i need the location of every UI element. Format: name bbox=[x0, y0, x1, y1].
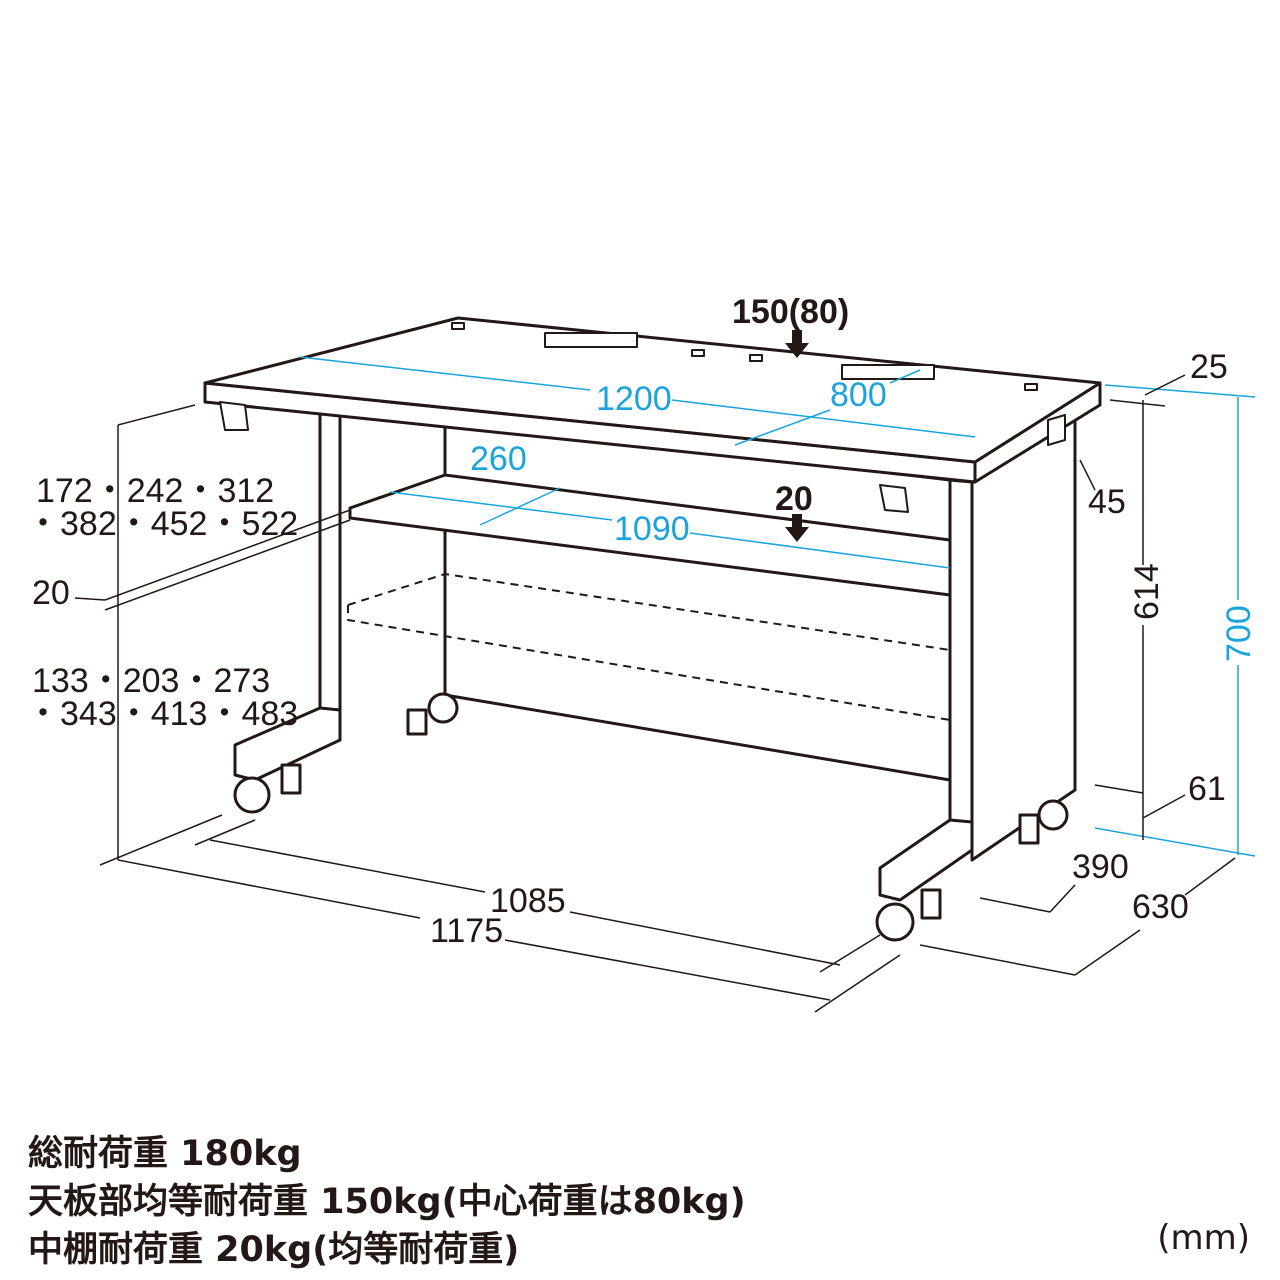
shelf-depth-label: 260 bbox=[470, 440, 527, 478]
top-thickness-label: 25 bbox=[1190, 348, 1228, 386]
caster-label: 61 bbox=[1188, 770, 1226, 808]
top-load-label: 150(80) bbox=[732, 293, 849, 331]
inner-width-label: 1085 bbox=[490, 882, 566, 920]
right-side-panel bbox=[970, 408, 1077, 862]
caster-stem bbox=[920, 888, 942, 920]
shelf-heights-upper-1: 172・242・312 bbox=[36, 472, 274, 510]
width-top-label: 1200 bbox=[596, 380, 672, 418]
shelf-thickness-label: 20 bbox=[32, 574, 70, 612]
shelf-heights-lower-1: 133・203・273 bbox=[32, 662, 270, 700]
shelf-heights-lower-2: ・343・413・483 bbox=[26, 695, 298, 733]
outer-width-label: 1175 bbox=[430, 912, 503, 950]
left-leg bbox=[318, 410, 342, 742]
alt-shelf-position bbox=[347, 573, 951, 651]
inner-depth-label: 390 bbox=[1072, 848, 1129, 886]
load-notes: 総耐荷重 180kg 天板部均等耐荷重 150kg(中心荷重は80kg) 中棚耐… bbox=[28, 1130, 746, 1274]
right-foot bbox=[878, 818, 974, 902]
shelf-load-label: 20 bbox=[775, 480, 813, 518]
depth-label: 630 bbox=[1132, 888, 1189, 926]
shelf-width-label: 1090 bbox=[614, 510, 690, 548]
note-total-load: 総耐荷重 180kg bbox=[28, 1134, 302, 1174]
apron-label: 45 bbox=[1088, 483, 1126, 521]
dimension-lines bbox=[74, 374, 1236, 1013]
note-top-load: 天板部均等耐荷重 150kg(中心荷重は80kg) bbox=[28, 1182, 746, 1222]
leg-height-label: 614 bbox=[1128, 563, 1166, 620]
grommet-span-label: 800 bbox=[830, 376, 887, 414]
caster-icon bbox=[427, 692, 459, 724]
total-height-label: 700 bbox=[1220, 605, 1258, 662]
desk-drawing bbox=[203, 316, 1102, 942]
shelf-heights-upper-2: ・382・452・522 bbox=[26, 505, 298, 543]
caster-stem bbox=[406, 708, 428, 736]
right-leg bbox=[948, 478, 974, 852]
unit-label: (mm) bbox=[1157, 1218, 1250, 1258]
caster-stem bbox=[1018, 813, 1040, 845]
left-foot bbox=[233, 706, 342, 782]
note-shelf-load: 中棚耐荷重 20kg(均等耐荷重) bbox=[28, 1230, 520, 1270]
arrow-down-icon bbox=[785, 527, 809, 542]
grommet bbox=[544, 332, 638, 348]
blue-dimension-lines bbox=[299, 356, 1256, 857]
caster-icon bbox=[875, 902, 915, 942]
caster-stem bbox=[280, 763, 302, 795]
arrow-down-icon bbox=[785, 343, 809, 358]
grommet bbox=[841, 364, 935, 380]
load-arrows bbox=[785, 330, 809, 542]
caster-icon bbox=[1037, 799, 1069, 831]
caster-icon bbox=[233, 776, 271, 814]
tabletop bbox=[203, 316, 1102, 464]
